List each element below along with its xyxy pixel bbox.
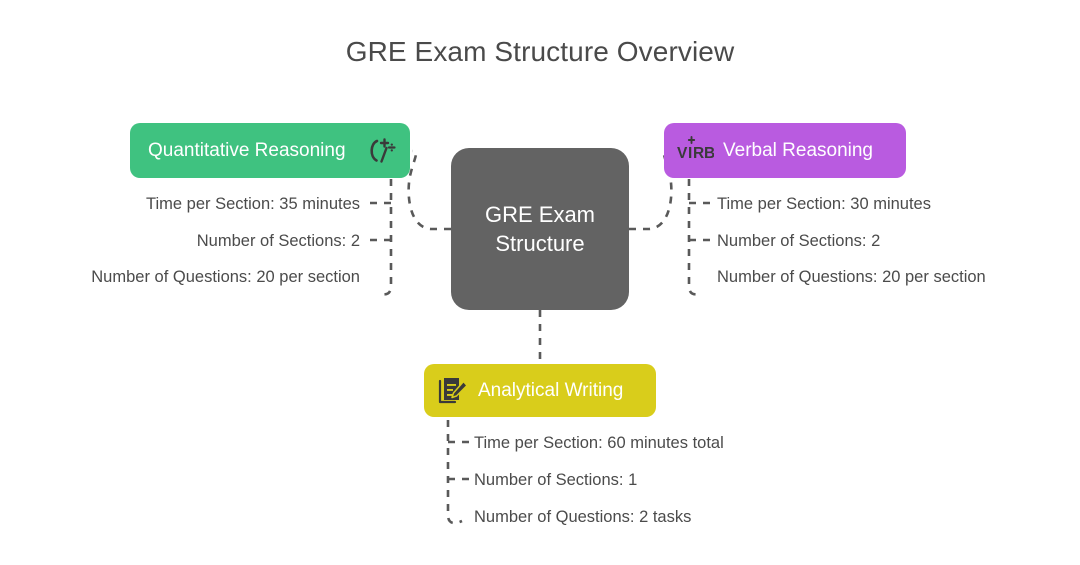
svg-text:I: I xyxy=(688,145,692,162)
detail-verbal-questions: Number of Questions: 20 per section xyxy=(717,268,986,286)
detail-quantitative-sections: Number of Sections: 2 xyxy=(196,232,360,250)
node-analytical-writing[interactable]: Analytical Writing xyxy=(424,364,656,417)
node-quantitative-label: Quantitative Reasoning xyxy=(148,140,346,161)
node-center-gre-exam-structure[interactable]: GRE Exam Structure xyxy=(451,148,629,310)
svg-text:R: R xyxy=(693,145,704,162)
node-quantitative-reasoning[interactable]: Quantitative Reasoning xyxy=(130,123,410,178)
node-verbal-reasoning[interactable]: V I R B Verbal Reasoning xyxy=(664,123,906,178)
verb-text-icon: V I R B xyxy=(676,134,714,168)
page-title: GRE Exam Structure Overview xyxy=(345,36,735,67)
node-verbal-label: Verbal Reasoning xyxy=(723,140,873,161)
detail-quantitative-questions: Number of Questions: 20 per section xyxy=(91,268,360,286)
detail-writing-questions: Number of Questions: 2 tasks xyxy=(474,508,692,526)
detail-verbal-time: Time per Section: 30 minutes xyxy=(717,195,931,213)
detail-quantitative-time: Time per Section: 35 minutes xyxy=(146,195,360,213)
svg-text:B: B xyxy=(704,145,714,162)
edge-center-to-quantitative xyxy=(407,149,451,231)
document-pen-icon xyxy=(436,375,470,407)
detail-writing-time: Time per Section: 60 minutes total xyxy=(474,434,724,452)
detail-writing-sections: Number of Sections: 1 xyxy=(474,471,638,489)
node-center-label: GRE Exam Structure xyxy=(484,201,596,256)
detail-verbal-sections: Number of Sections: 2 xyxy=(717,232,881,250)
node-writing-label: Analytical Writing xyxy=(478,380,624,401)
math-operations-icon xyxy=(364,134,398,168)
svg-text:V: V xyxy=(677,145,688,162)
